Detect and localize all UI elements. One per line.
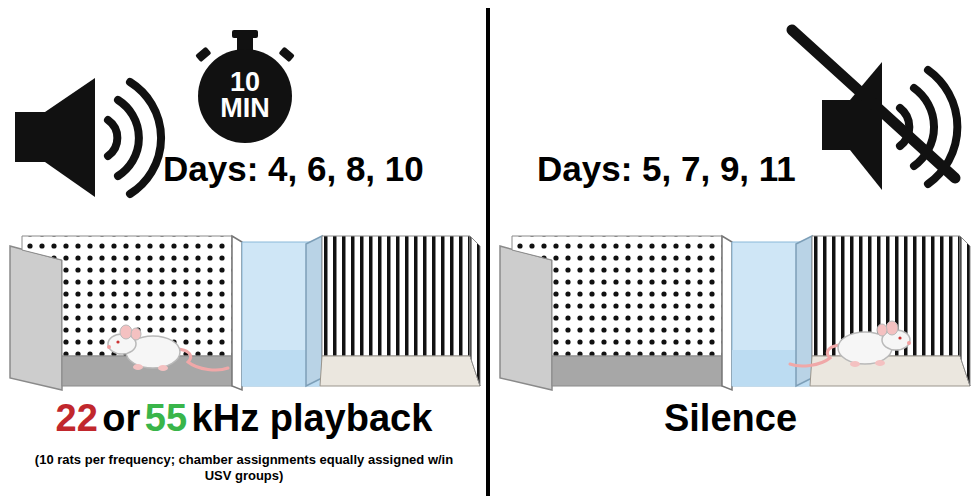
footnote: (10 rats per frequency; chamber assignme… [30,452,458,485]
stopwatch-icon-part [195,46,212,62]
schedule-days: Days: 5, 7, 9, 11 [537,150,796,189]
frequency-value: 22 [56,398,98,440]
speaker-icon-part [118,100,139,176]
rat-figure [790,321,911,367]
muted-speaker-icon-part [792,30,955,178]
muted-speaker-icon-part [822,100,850,150]
condition-label: kHz playback [192,398,433,440]
speaker-icon [15,78,161,197]
speaker-icon-part [130,82,161,194]
panel-divider [486,8,490,496]
speaker-icon-part [108,120,117,156]
muted-speaker-icon [792,30,957,190]
frequency-value: 55 [145,398,187,440]
note-line: (10 rats per frequency; chamber assignme… [30,452,458,485]
speaker-icon-part [45,78,95,197]
rat-figure [107,325,228,371]
stopwatch-icon-part [232,30,258,38]
place-preference-chamber [500,236,970,390]
stopwatch-face: 10 MIN [198,49,292,143]
stopwatch-icon-part [237,36,253,50]
conjunction-text: or [102,398,140,440]
schedule-days: Days: 4, 6, 8, 10 [163,150,424,189]
speaker-icon-part [15,112,45,162]
place-preference-chamber [10,236,480,390]
silence-line: Silence [488,398,973,440]
timer-label: 10 MIN [214,70,276,121]
condition-label: Silence [664,398,797,440]
play-line: 22or55kHz playback [0,398,488,440]
stopwatch-icon-part [278,46,295,62]
